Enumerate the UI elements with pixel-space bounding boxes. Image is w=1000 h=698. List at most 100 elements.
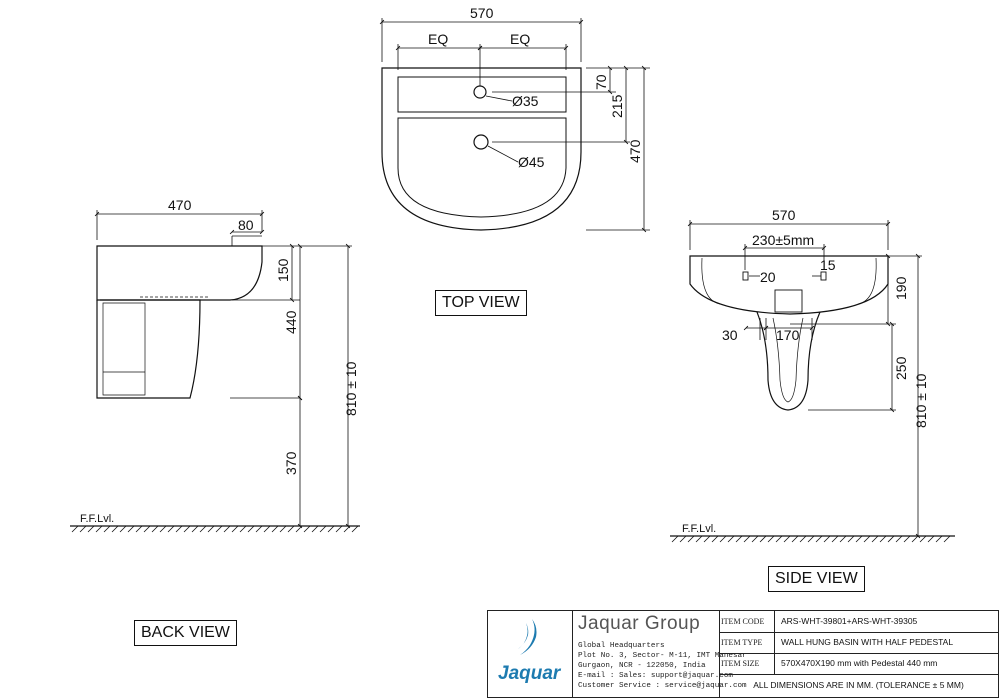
floor-hatch-line [759,535,767,543]
floor-hatch-line [327,525,335,533]
floor-hatch-line [935,535,943,543]
floor-hatch-line [775,535,783,543]
top-d70-dim: 70 [593,74,609,90]
top-view-bowl [397,117,567,218]
side-floor-hatch: (function(){ var g = document.currentScr… [671,535,951,543]
address-line: Gurgaon, NCR - 122050, India [578,662,706,670]
back-floor-hatch: (function(){ var g = document.currentScr… [71,525,359,533]
floor-hatch-line [863,535,871,543]
floor-hatch-line [103,525,111,533]
floor-hatch-line [799,535,807,543]
address-line: Customer Service : service@jaquar.com [578,682,747,690]
waste-hole-dim: Ø45 [518,154,545,170]
floor-hatch-line [199,525,207,533]
logo-wordmark: Jaquar [498,663,561,684]
tap-hole-dim: Ø35 [512,93,539,109]
top-view-label: TOP VIEW [435,290,527,316]
item-size-key: ITEM SIZE [719,653,775,674]
item-code-row: ITEM CODE ARS-WHT-39801+ARS-WHT-39305 [719,611,998,633]
floor-hatch-line [151,525,159,533]
floor-hatch-line [719,535,727,543]
top-eq-left-dim: EQ [428,31,448,47]
back-d440-dim: 440 [283,310,299,334]
floor-hatch-line [695,535,703,543]
back-view-label: BACK VIEW [134,620,237,646]
floor-hatch-line [95,525,103,533]
floor-hatch-line [71,525,79,533]
floor-hatch-line [727,535,735,543]
floor-hatch-line [311,525,319,533]
side-width-dim: 570 [772,207,796,223]
side-d190-dim: 190 [893,276,909,300]
floor-hatch-line [815,535,823,543]
floor-hatch-line [767,535,775,543]
floor-hatch-line [791,535,799,543]
floor-hatch-line [807,535,815,543]
side-view-basin [689,255,889,315]
floor-hatch-line [671,535,679,543]
floor-hatch-line [263,525,271,533]
back-total-height-dim: 810 ± 10 [343,361,359,416]
company-logo: Jaquar [488,611,573,697]
side-d30-dim: 30 [722,327,738,343]
floor-hatch-line [703,535,711,543]
side-view-drawing [670,220,955,539]
floor-hatch-line [847,535,855,543]
floor-hatch-line [911,535,919,543]
floor-hatch-line [87,525,95,533]
title-block: Jaquar Jaquar Group Global Headquarters … [487,610,999,698]
floor-hatch-line [295,525,303,533]
floor-hatch-line [111,525,119,533]
floor-hatch-line [239,525,247,533]
company-address: Global Headquarters Plot No. 3, Sector- … [578,641,747,691]
side-d250-dim: 250 [893,356,909,380]
floor-hatch-line [743,535,751,543]
floor-hatch-line [143,525,151,533]
back-d150-dim: 150 [275,258,291,282]
top-d215-dim: 215 [609,94,625,118]
top-view-outline [381,67,582,231]
floor-hatch-line [279,525,287,533]
floor-hatch-line [167,525,175,533]
floor-hatch-line [927,535,935,543]
item-code-value: ARS-WHT-39801+ARS-WHT-39305 [781,616,918,626]
address-line: Global Headquarters [578,642,665,650]
back-view-pedestal [96,299,201,399]
company-info: Jaquar Group Global Headquarters Plot No… [572,611,747,697]
floor-hatch-line [287,525,295,533]
floor-hatch-line [919,535,927,543]
side-d170-dim: 170 [776,327,800,343]
item-type-value: WALL HUNG BASIN WITH HALF PEDESTAL [781,637,954,647]
floor-hatch-line [207,525,215,533]
floor-hatch-line [711,535,719,543]
floor-hatch-line [183,525,191,533]
floor-hatch-line [79,525,87,533]
floor-hatch-line [231,525,239,533]
top-eq-right-dim: EQ [510,31,530,47]
item-size-value: 570X470X190 mm with Pedestal 440 mm [781,658,938,668]
floor-hatch-line [343,525,351,533]
floor-hatch-line [783,535,791,543]
item-code-key: ITEM CODE [719,611,775,632]
item-type-key: ITEM TYPE [719,632,775,653]
floor-hatch-line [679,535,687,543]
floor-hatch-line [271,525,279,533]
floor-hatch-line [351,525,359,533]
back-view-drawing [70,210,360,529]
floor-hatch-line [135,525,143,533]
top-depth-dim: 470 [627,139,643,163]
side-total-height-dim: 810 ± 10 [913,373,929,428]
floor-hatch-line [823,535,831,543]
floor-hatch-line [943,535,951,543]
floor-hatch-line [127,525,135,533]
back-depth-dim: 470 [168,197,192,213]
jaquar-swoosh-icon [518,619,537,655]
floor-hatch-line [335,525,343,533]
floor-hatch-line [255,525,263,533]
top-width-dim: 570 [470,5,494,21]
waste-hole [473,134,489,150]
floor-hatch-line [319,525,327,533]
side-d15-dim: 15 [820,257,836,273]
floor-hatch-line [223,525,231,533]
